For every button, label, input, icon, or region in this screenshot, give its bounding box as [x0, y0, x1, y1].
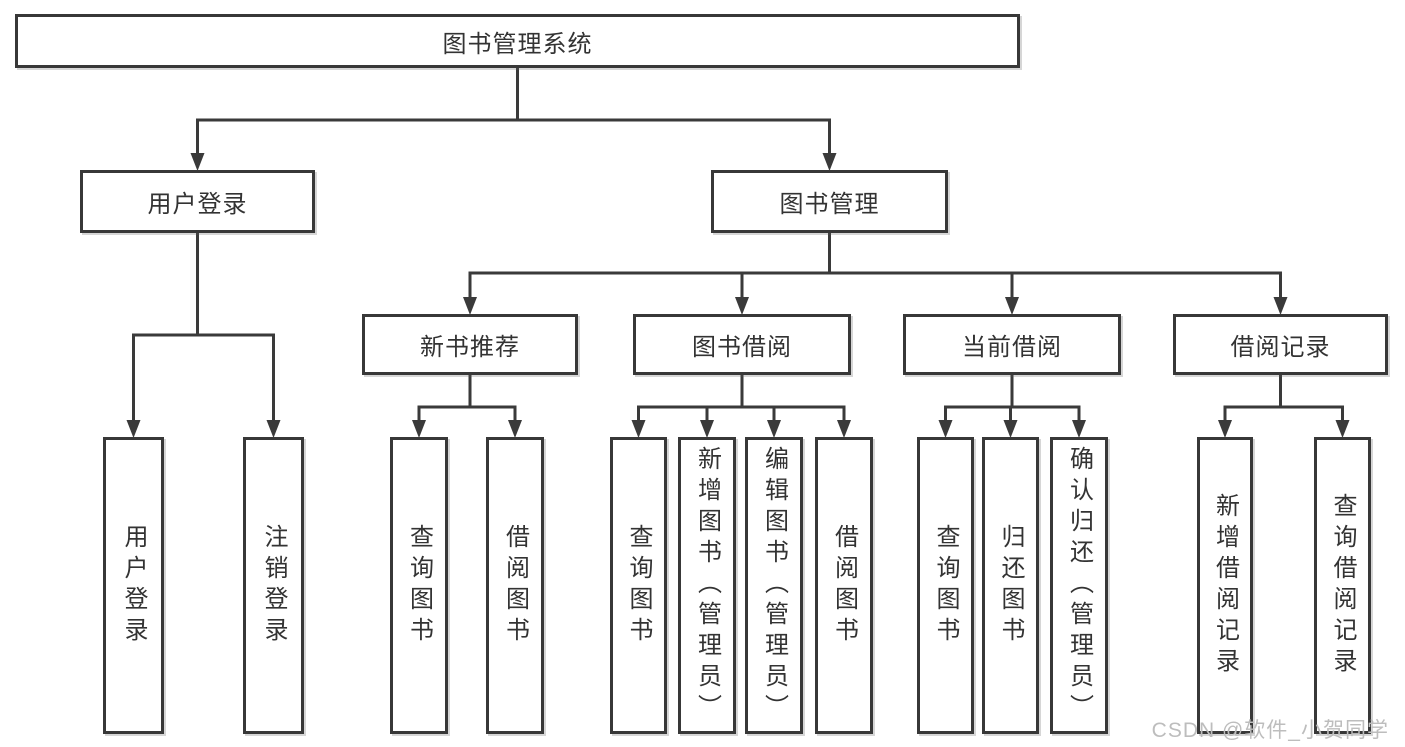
leaf-cb-query-books: 查询图书: [917, 437, 974, 734]
leaf-bb-edit-books-admin: 编辑图书（管理员）: [745, 437, 803, 734]
node-user-login: 用户登录: [80, 170, 315, 233]
leaf-cb-confirm-return-admin: 确认归还（管理员）: [1050, 437, 1108, 734]
leaf-br-add-record: 新增借阅记录: [1197, 437, 1253, 734]
node-library-system: 图书管理系统: [15, 14, 1020, 68]
leaf-logout-login: 注销登录: [243, 437, 304, 734]
node-new-book-recommend: 新书推荐: [362, 314, 578, 375]
leaf-bb-add-books-admin: 新增图书（管理员）: [678, 437, 736, 734]
leaf-user-login: 用户登录: [103, 437, 164, 734]
leaf-br-query-record: 查询借阅记录: [1314, 437, 1371, 734]
leaf-bb-query-books: 查询图书: [610, 437, 667, 734]
leaf-bb-borrow-books: 借阅图书: [815, 437, 873, 734]
leaf-rec-borrow-books: 借阅图书: [486, 437, 544, 734]
node-current-borrow: 当前借阅: [903, 314, 1121, 375]
leaf-rec-query-books: 查询图书: [390, 437, 448, 734]
node-book-management: 图书管理: [711, 170, 948, 233]
node-borrow-records: 借阅记录: [1173, 314, 1388, 375]
watermark: CSDN @软件_小贺同学: [1151, 719, 1389, 742]
leaf-cb-return-books: 归还图书: [982, 437, 1039, 734]
node-book-borrow: 图书借阅: [633, 314, 851, 375]
